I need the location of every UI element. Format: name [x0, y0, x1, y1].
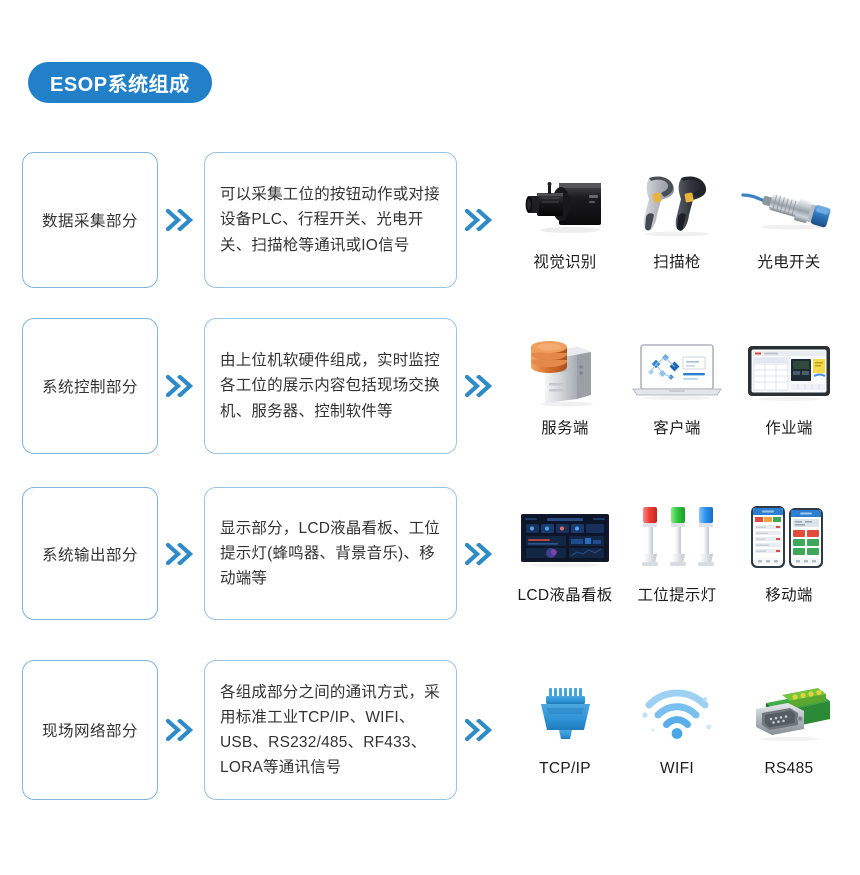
icon-label: 光电开关 — [757, 253, 821, 271]
double-chevron-right-icon — [457, 375, 503, 397]
icon-cell: 扫描枪 — [621, 169, 733, 272]
rj45-connector-icon — [509, 682, 621, 748]
double-chevron-right-icon — [457, 542, 503, 565]
double-chevron-right-icon — [457, 719, 503, 741]
icon-group-system-control: 服务端 — [503, 318, 860, 454]
icon-cell: LCD液晶看板 — [509, 502, 621, 605]
icon-label: WIFI — [660, 760, 694, 777]
tablet-icon — [733, 335, 845, 407]
photoelectric-sensor-icon — [733, 169, 845, 241]
icon-label: 作业端 — [765, 419, 813, 437]
icon-label: LCD液晶看板 — [517, 587, 613, 604]
icon-cell: WIFI — [621, 682, 733, 778]
icon-group-data-acquisition: 视觉识别 — [503, 152, 860, 288]
stage-box-label: 系统控制部分 — [41, 379, 138, 396]
icon-label: 工位提示灯 — [637, 587, 717, 604]
stage-box-system-control: 系统控制部分 — [22, 318, 158, 454]
double-chevron-right-icon — [158, 542, 204, 565]
stage-box-label: 现场网络部分 — [41, 723, 138, 740]
double-chevron-right-icon — [158, 375, 204, 397]
signal-tower-light-icon — [621, 502, 733, 574]
description-text: 各组成部分之间的通讯方式，采用标准工业TCP/IP、WIFI、USB、RS232… — [220, 683, 440, 777]
stage-row-system-control: 系统控制部分 由上位机软硬件组成，实时监控各工位的展示内容包括现场交换机、服务器… — [0, 318, 860, 454]
icon-cell: 光电开关 — [733, 169, 845, 272]
description-text: 可以采集工位的按钮动作或对接设备PLC、行程开关、光电开关、扫描枪等通讯或IO信… — [220, 186, 440, 254]
page-title-badge: ESOP系统组成 — [28, 62, 212, 103]
description-box-system-output: 显示部分，LCD液晶看板、工位提示灯(蜂鸣器、背景音乐)、移动端等 — [204, 487, 457, 620]
lcd-dashboard-icon — [509, 502, 621, 574]
stage-box-label: 系统输出部分 — [41, 546, 138, 564]
description-text: 由上位机软硬件组成，实时监控各工位的展示内容包括现场交换机、服务器、控制软件等 — [220, 352, 440, 420]
wifi-signal-icon — [621, 682, 733, 748]
description-box-data-acquisition: 可以采集工位的按钮动作或对接设备PLC、行程开关、光电开关、扫描枪等通讯或IO信… — [204, 152, 457, 288]
icon-label: 视觉识别 — [533, 253, 597, 271]
description-text: 显示部分，LCD液晶看板、工位提示灯(蜂鸣器、背景音乐)、移动端等 — [220, 519, 441, 588]
stage-row-data-acquisition: 数据采集部分 可以采集工位的按钮动作或对接设备PLC、行程开关、光电开关、扫描枪… — [0, 152, 860, 288]
icon-cell: 移动端 — [733, 502, 845, 605]
double-chevron-right-icon — [457, 209, 503, 231]
mobile-phones-icon — [733, 502, 845, 574]
icon-cell: 作业端 — [733, 335, 845, 438]
description-box-field-network: 各组成部分之间的通讯方式，采用标准工业TCP/IP、WIFI、USB、RS232… — [204, 660, 457, 800]
serial-adapter-icon — [733, 682, 845, 748]
server-tower-icon — [509, 335, 621, 407]
icon-cell: 工位提示灯 — [621, 502, 733, 605]
icon-label: 客户端 — [653, 419, 701, 437]
icon-cell: TCP/IP — [509, 682, 621, 778]
icon-label: TCP/IP — [539, 760, 591, 777]
icon-label: 扫描枪 — [653, 253, 701, 271]
icon-label: 移动端 — [765, 587, 813, 604]
icon-group-system-output: LCD液晶看板 — [503, 487, 860, 620]
stage-box-field-network: 现场网络部分 — [22, 660, 158, 800]
description-box-system-control: 由上位机软硬件组成，实时监控各工位的展示内容包括现场交换机、服务器、控制软件等 — [204, 318, 457, 454]
stage-box-data-acquisition: 数据采集部分 — [22, 152, 158, 288]
double-chevron-right-icon — [158, 209, 204, 231]
icon-label: RS485 — [764, 760, 814, 777]
icon-cell: 客户端 — [621, 335, 733, 438]
icon-cell: RS485 — [733, 682, 845, 778]
stage-row-system-output: 系统输出部分 显示部分，LCD液晶看板、工位提示灯(蜂鸣器、背景音乐)、移动端等 — [0, 487, 860, 620]
icon-group-field-network: TCP/IP — [503, 660, 860, 800]
double-chevron-right-icon — [158, 719, 204, 741]
stage-box-system-output: 系统输出部分 — [22, 487, 158, 620]
icon-cell: 视觉识别 — [509, 169, 621, 272]
stage-box-label: 数据采集部分 — [41, 213, 138, 230]
industrial-camera-icon — [509, 169, 621, 241]
barcode-scanner-icon — [621, 169, 733, 241]
icon-cell: 服务端 — [509, 335, 621, 438]
stage-row-field-network: 现场网络部分 各组成部分之间的通讯方式，采用标准工业TCP/IP、WIFI、US… — [0, 660, 860, 800]
laptop-icon — [621, 335, 733, 407]
icon-label: 服务端 — [541, 419, 589, 437]
